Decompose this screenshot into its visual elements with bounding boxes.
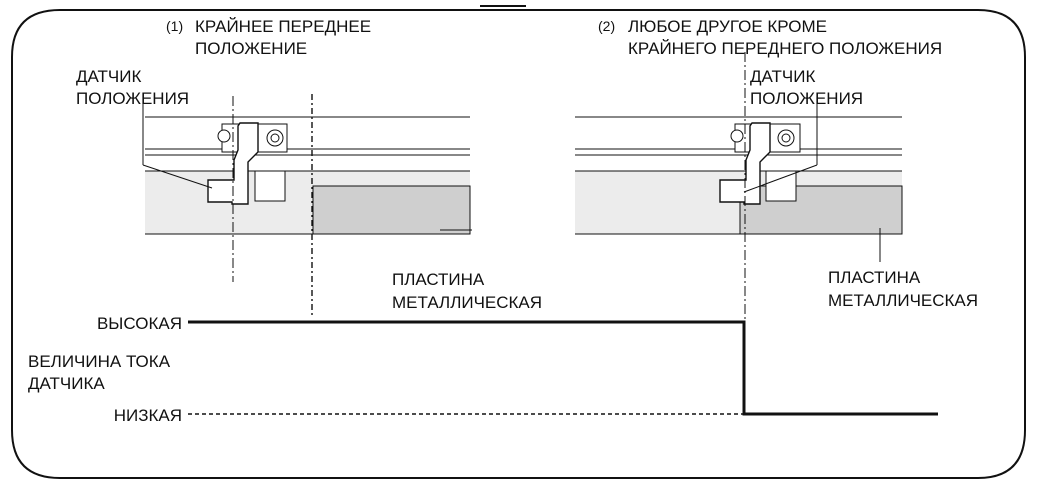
p2-title-line2: КРАЙНЕГО ПЕРЕДНЕГО ПОЛОЖЕНИЯ xyxy=(628,39,942,58)
p2-sensor-label-line1: ДАТЧИК xyxy=(750,67,815,86)
p1-sensor-leader-2 xyxy=(142,164,213,189)
signal-graph: ВЫСОКАЯ ВЕЛИЧИНА ТОКА ДАТЧИКА НИЗКАЯ xyxy=(28,314,938,425)
sensor-current-label-line1: ВЕЛИЧИНА ТОКА xyxy=(28,352,171,371)
p2-mount-hole xyxy=(730,129,744,143)
panel-2: (2) ЛЮБОЕ ДРУГОЕ КРОМЕ КРАЙНЕГО ПЕРЕДНЕГ… xyxy=(575,17,978,320)
p1-screw-head xyxy=(270,133,280,143)
p2-number: (2) xyxy=(598,18,615,34)
p2-sensor-arm xyxy=(719,122,771,205)
panel-1: (1) КРАЙНЕЕ ПЕРЕДНЕЕ ПОЛОЖЕНИЕ ДАТЧИК ПО… xyxy=(76,17,542,318)
p2-plate-label-line1: ПЛАСТИНА xyxy=(828,268,921,287)
p1-title-line2: ПОЛОЖЕНИЕ xyxy=(195,39,307,58)
p1-sensor-label-line1: ДАТЧИК xyxy=(76,67,141,86)
p2-metal-plate xyxy=(739,185,903,235)
p1-plate-label-line1: ПЛАСТИНА xyxy=(392,270,485,289)
high-level-label: ВЫСОКАЯ xyxy=(97,314,182,333)
p1-sensor-label-line2: ПОЛОЖЕНИЯ xyxy=(76,89,189,108)
p2-sensor-block xyxy=(765,170,797,202)
p2-plate-label-line2: МЕТАЛЛИЧЕСКАЯ xyxy=(828,291,978,310)
p1-title-line1: КРАЙНЕЕ ПЕРЕДНЕЕ xyxy=(195,17,371,36)
p2-sensor-label-line2: ПОЛОЖЕНИЯ xyxy=(750,89,863,108)
p1-number: (1) xyxy=(166,18,183,34)
outer-frame xyxy=(11,9,1026,479)
p2-screw-head xyxy=(781,133,791,143)
p1-metal-plate xyxy=(312,185,471,235)
signal-waveform xyxy=(188,320,938,416)
p1-mount-hole xyxy=(217,129,231,143)
p2-title-line1: ЛЮБОЕ ДРУГОЕ КРОМЕ xyxy=(628,17,827,36)
p1-sensor-arm xyxy=(207,122,259,205)
p1-plate-label-line2: МЕТАЛЛИЧЕСКАЯ xyxy=(392,293,542,312)
sensor-current-label-line2: ДАТЧИКА xyxy=(28,374,105,393)
p2-sensor-leader-2 xyxy=(743,164,818,193)
p1-sensor-block xyxy=(254,170,286,202)
low-level-label: НИЗКАЯ xyxy=(114,406,182,425)
